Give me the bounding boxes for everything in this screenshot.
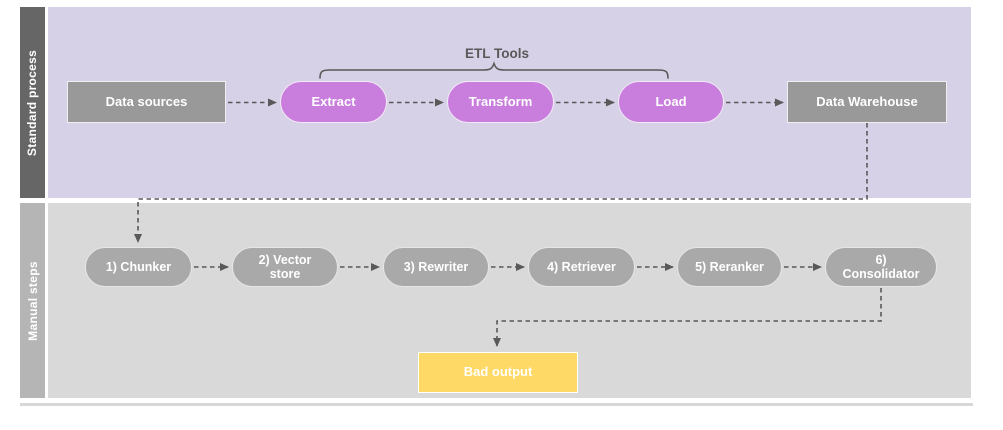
node-bad-output-label: Bad output bbox=[463, 364, 533, 380]
node-data-sources: Data sources bbox=[67, 81, 226, 123]
node-vector-store-label: 2) Vector store bbox=[258, 252, 312, 281]
node-reranker-label: 5) Reranker bbox=[695, 259, 764, 274]
node-retriever-label: 4) Retriever bbox=[547, 259, 616, 274]
node-transform-label: Transform bbox=[468, 93, 533, 109]
node-transform: Transform bbox=[447, 81, 554, 123]
node-data-warehouse-label: Data Warehouse bbox=[816, 93, 918, 109]
etl-tools-group-label: ETL Tools bbox=[465, 46, 529, 61]
node-chunker-label: 1) Chunker bbox=[105, 259, 172, 274]
node-rewriter: 3) Rewriter bbox=[383, 247, 489, 287]
node-rewriter-label: 3) Rewriter bbox=[403, 259, 469, 274]
node-retriever: 4) Retriever bbox=[528, 247, 635, 287]
node-data-warehouse: Data Warehouse bbox=[787, 81, 947, 123]
node-reranker: 5) Reranker bbox=[677, 247, 782, 287]
node-extract: Extract bbox=[280, 81, 387, 123]
bottom-divider-line bbox=[20, 403, 973, 406]
lane-label-manual-steps: Manual steps bbox=[20, 203, 45, 398]
node-vector-store: 2) Vector store bbox=[232, 247, 338, 287]
node-load: Load bbox=[618, 81, 724, 123]
node-bad-output: Bad output bbox=[418, 352, 578, 393]
node-extract-label: Extract bbox=[311, 93, 356, 109]
node-load-label: Load bbox=[655, 93, 687, 109]
node-chunker: 1) Chunker bbox=[85, 247, 192, 287]
lane-label-standard-process: Standard process bbox=[20, 7, 45, 198]
node-consolidator-label: 6) Consolidator bbox=[842, 252, 920, 281]
lane-label-standard-process-text: Standard process bbox=[25, 49, 40, 156]
node-data-sources-label: Data sources bbox=[105, 93, 188, 109]
node-consolidator: 6) Consolidator bbox=[825, 247, 937, 287]
lane-label-manual-steps-text: Manual steps bbox=[25, 260, 40, 341]
